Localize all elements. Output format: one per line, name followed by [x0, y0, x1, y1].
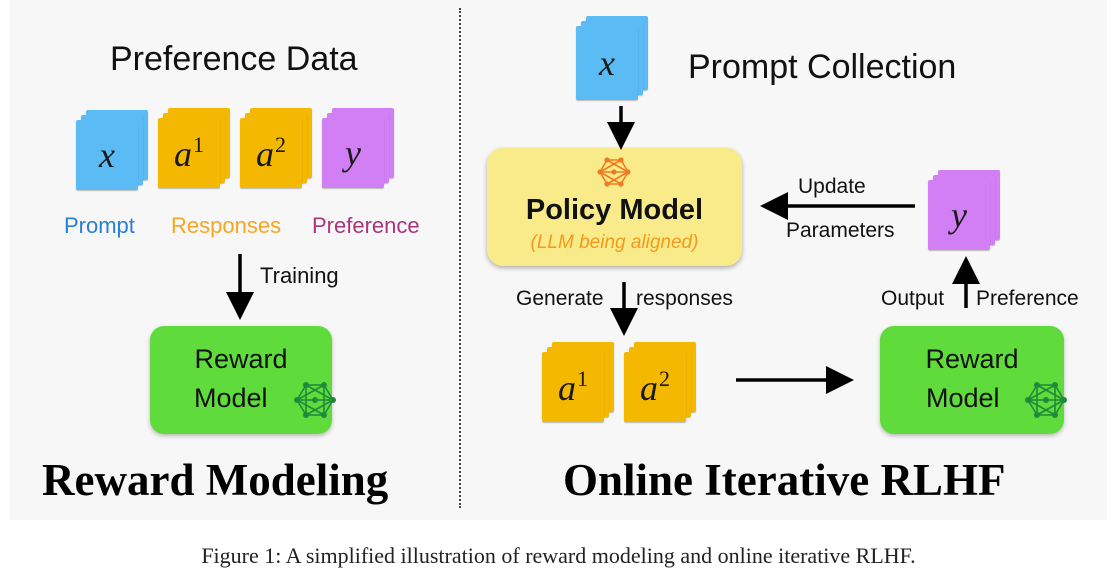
response2-variable: a2: [256, 131, 286, 174]
neural-network-icon: [1025, 382, 1067, 418]
preference-variable: y: [345, 133, 361, 173]
online-iterative-rlhf-title: Online Iterative RLHF: [563, 455, 1006, 505]
left-reward-model-box: Reward Model: [150, 326, 332, 434]
figure-caption: Figure 1: A simplified illustration of r…: [201, 543, 916, 568]
neural-network-icon: [597, 157, 631, 187]
policy-model-box: Policy Model (LLM being aligned): [487, 148, 742, 266]
policy-model-subtitle: (LLM being aligned): [530, 232, 699, 253]
preference-data-heading: Preference Data: [110, 40, 358, 78]
prompt-label: Prompt: [64, 213, 135, 238]
rlhf-response2-variable: a2: [640, 365, 670, 408]
policy-model-title: Policy Model: [525, 194, 704, 226]
update-label: Update: [798, 175, 866, 198]
responses-label: Responses: [171, 213, 282, 238]
right-reward-model-line2: Model: [926, 383, 1000, 413]
neural-network-icon: [294, 382, 336, 418]
output-preference-label: Preference: [976, 287, 1079, 310]
right-reward-model-line1: Reward: [925, 344, 1019, 374]
prompt-variable: x: [99, 135, 115, 175]
parameters-label: Parameters: [786, 219, 895, 242]
training-label: Training: [260, 263, 339, 288]
right-reward-model-box: Reward Model: [880, 326, 1064, 434]
responses-arrow-label: responses: [636, 287, 733, 310]
left-reward-model-line1: Reward: [194, 344, 288, 374]
response1-variable: a1: [174, 131, 204, 174]
panel-divider: [459, 8, 461, 508]
output-label: Output: [881, 287, 945, 310]
rlhf-preference-variable: y: [951, 195, 967, 235]
reward-modeling-title: Reward Modeling: [42, 455, 389, 505]
preference-label: Preference: [312, 213, 420, 238]
left-reward-model-line2: Model: [194, 383, 268, 413]
prompt-collection-label: Prompt Collection: [688, 48, 957, 86]
rlhf-prompt-variable: x: [599, 43, 615, 83]
generate-label: Generate: [516, 287, 604, 310]
rlhf-response1-variable: a1: [558, 365, 588, 408]
